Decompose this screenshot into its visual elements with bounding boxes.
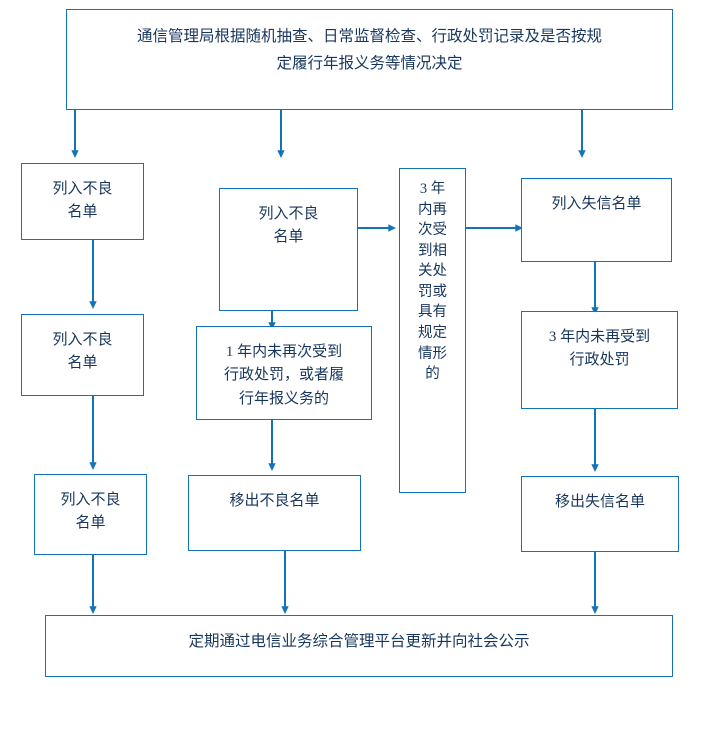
node-right-remove-dishonest-list[interactable]: 移出失信名单 xyxy=(521,476,679,552)
node-bottom-publish[interactable]: 定期通过电信业务综合管理平台更新并向社会公示 xyxy=(45,615,673,677)
node-left-bad-list-3[interactable]: 列入不良 名单 xyxy=(34,474,147,555)
node-left-bad-list-2[interactable]: 列入不良 名单 xyxy=(21,314,144,396)
node-mid-bad-list[interactable]: 列入不良 名单 xyxy=(219,188,358,311)
node-condition-repeat-penalty-3y[interactable]: 3 年 内再 次受 到相 关处 罚或 具有 规定 情形 的 xyxy=(399,168,466,493)
node-left-bad-list-1[interactable]: 列入不良 名单 xyxy=(21,163,144,240)
node-mid-no-repeat-penalty-1y[interactable]: 1 年内未再次受到 行政处罚，或者履 行年报义务的 xyxy=(196,326,372,420)
node-mid-remove-bad-list[interactable]: 移出不良名单 xyxy=(188,475,361,551)
node-right-no-penalty-3y[interactable]: 3 年内未再受到 行政处罚 xyxy=(521,311,678,409)
node-right-dishonest-list[interactable]: 列入失信名单 xyxy=(521,178,672,262)
node-header-decision[interactable]: 通信管理局根据随机抽查、日常监督检查、行政处罚记录及是否按规 定履行年报义务等情… xyxy=(66,9,673,110)
